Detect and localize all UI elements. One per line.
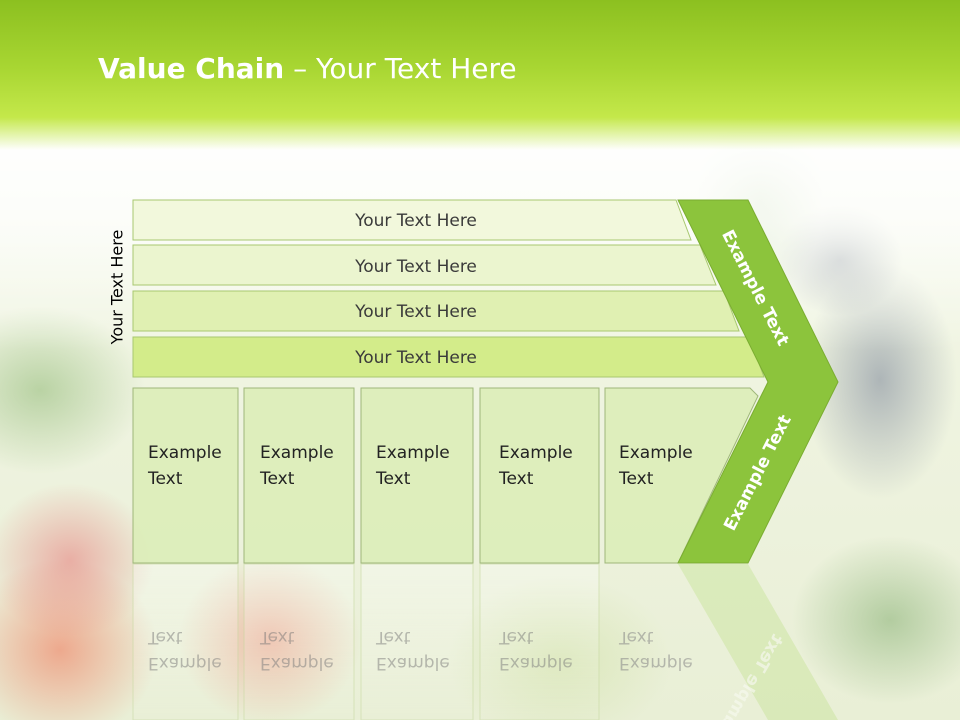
value-bar[interactable] [132,244,717,286]
reflected-text: Example [619,653,693,673]
box-text-line2: Text [498,469,534,489]
activity-box[interactable] [604,387,759,564]
value-bar[interactable] [132,199,692,241]
diagram-reflection: Example Text Example Text Example Text E… [132,563,838,720]
box-text-line1: Example [148,443,222,463]
value-bar[interactable] [132,336,765,378]
reflected-text: Example [148,653,222,673]
box-text-line2: Text [618,469,654,489]
chevron-reflection [678,564,838,720]
value-bar[interactable] [132,290,740,332]
box-reflection [243,563,355,720]
box-text-line1: Example [260,443,334,463]
reflected-text: Text [375,627,411,647]
slide-title: Value Chain – Your Text Here [98,52,517,85]
title-rest: – Your Text Here [284,52,517,85]
box-reflection [132,563,239,720]
activity-box[interactable] [243,387,355,564]
title-bold: Value Chain [98,52,285,85]
bar-label: Your Text Here [354,257,477,277]
activity-box[interactable] [479,387,600,564]
box-text-line1: Example [499,443,573,463]
box-reflection [360,563,474,720]
activity-box[interactable] [360,387,474,564]
reflected-text: Example [376,653,450,673]
reflected-box-text: Example Text Example Text Example Text E… [147,627,693,673]
box-reflection [479,563,600,720]
reflected-text: Text [147,627,183,647]
box-text-line2: Text [259,469,295,489]
margin-chevron[interactable] [677,199,839,564]
box-text-line2: Text [147,469,183,489]
reflected-text: Text [498,627,534,647]
header-band [0,0,960,150]
box-text-line1: Example [376,443,450,463]
activity-box[interactable] [132,387,239,564]
reflected-text: Example [499,653,573,673]
reflected-text: Text [259,627,295,647]
bar-label: Your Text Here [354,348,477,368]
box-text-line2: Text [375,469,411,489]
box-text-line1: Example [619,443,693,463]
reflected-text: Example [260,653,334,673]
bar-label: Your Text Here [354,211,477,231]
reflected-text: Text [618,627,654,647]
bar-label: Your Text Here [354,302,477,322]
